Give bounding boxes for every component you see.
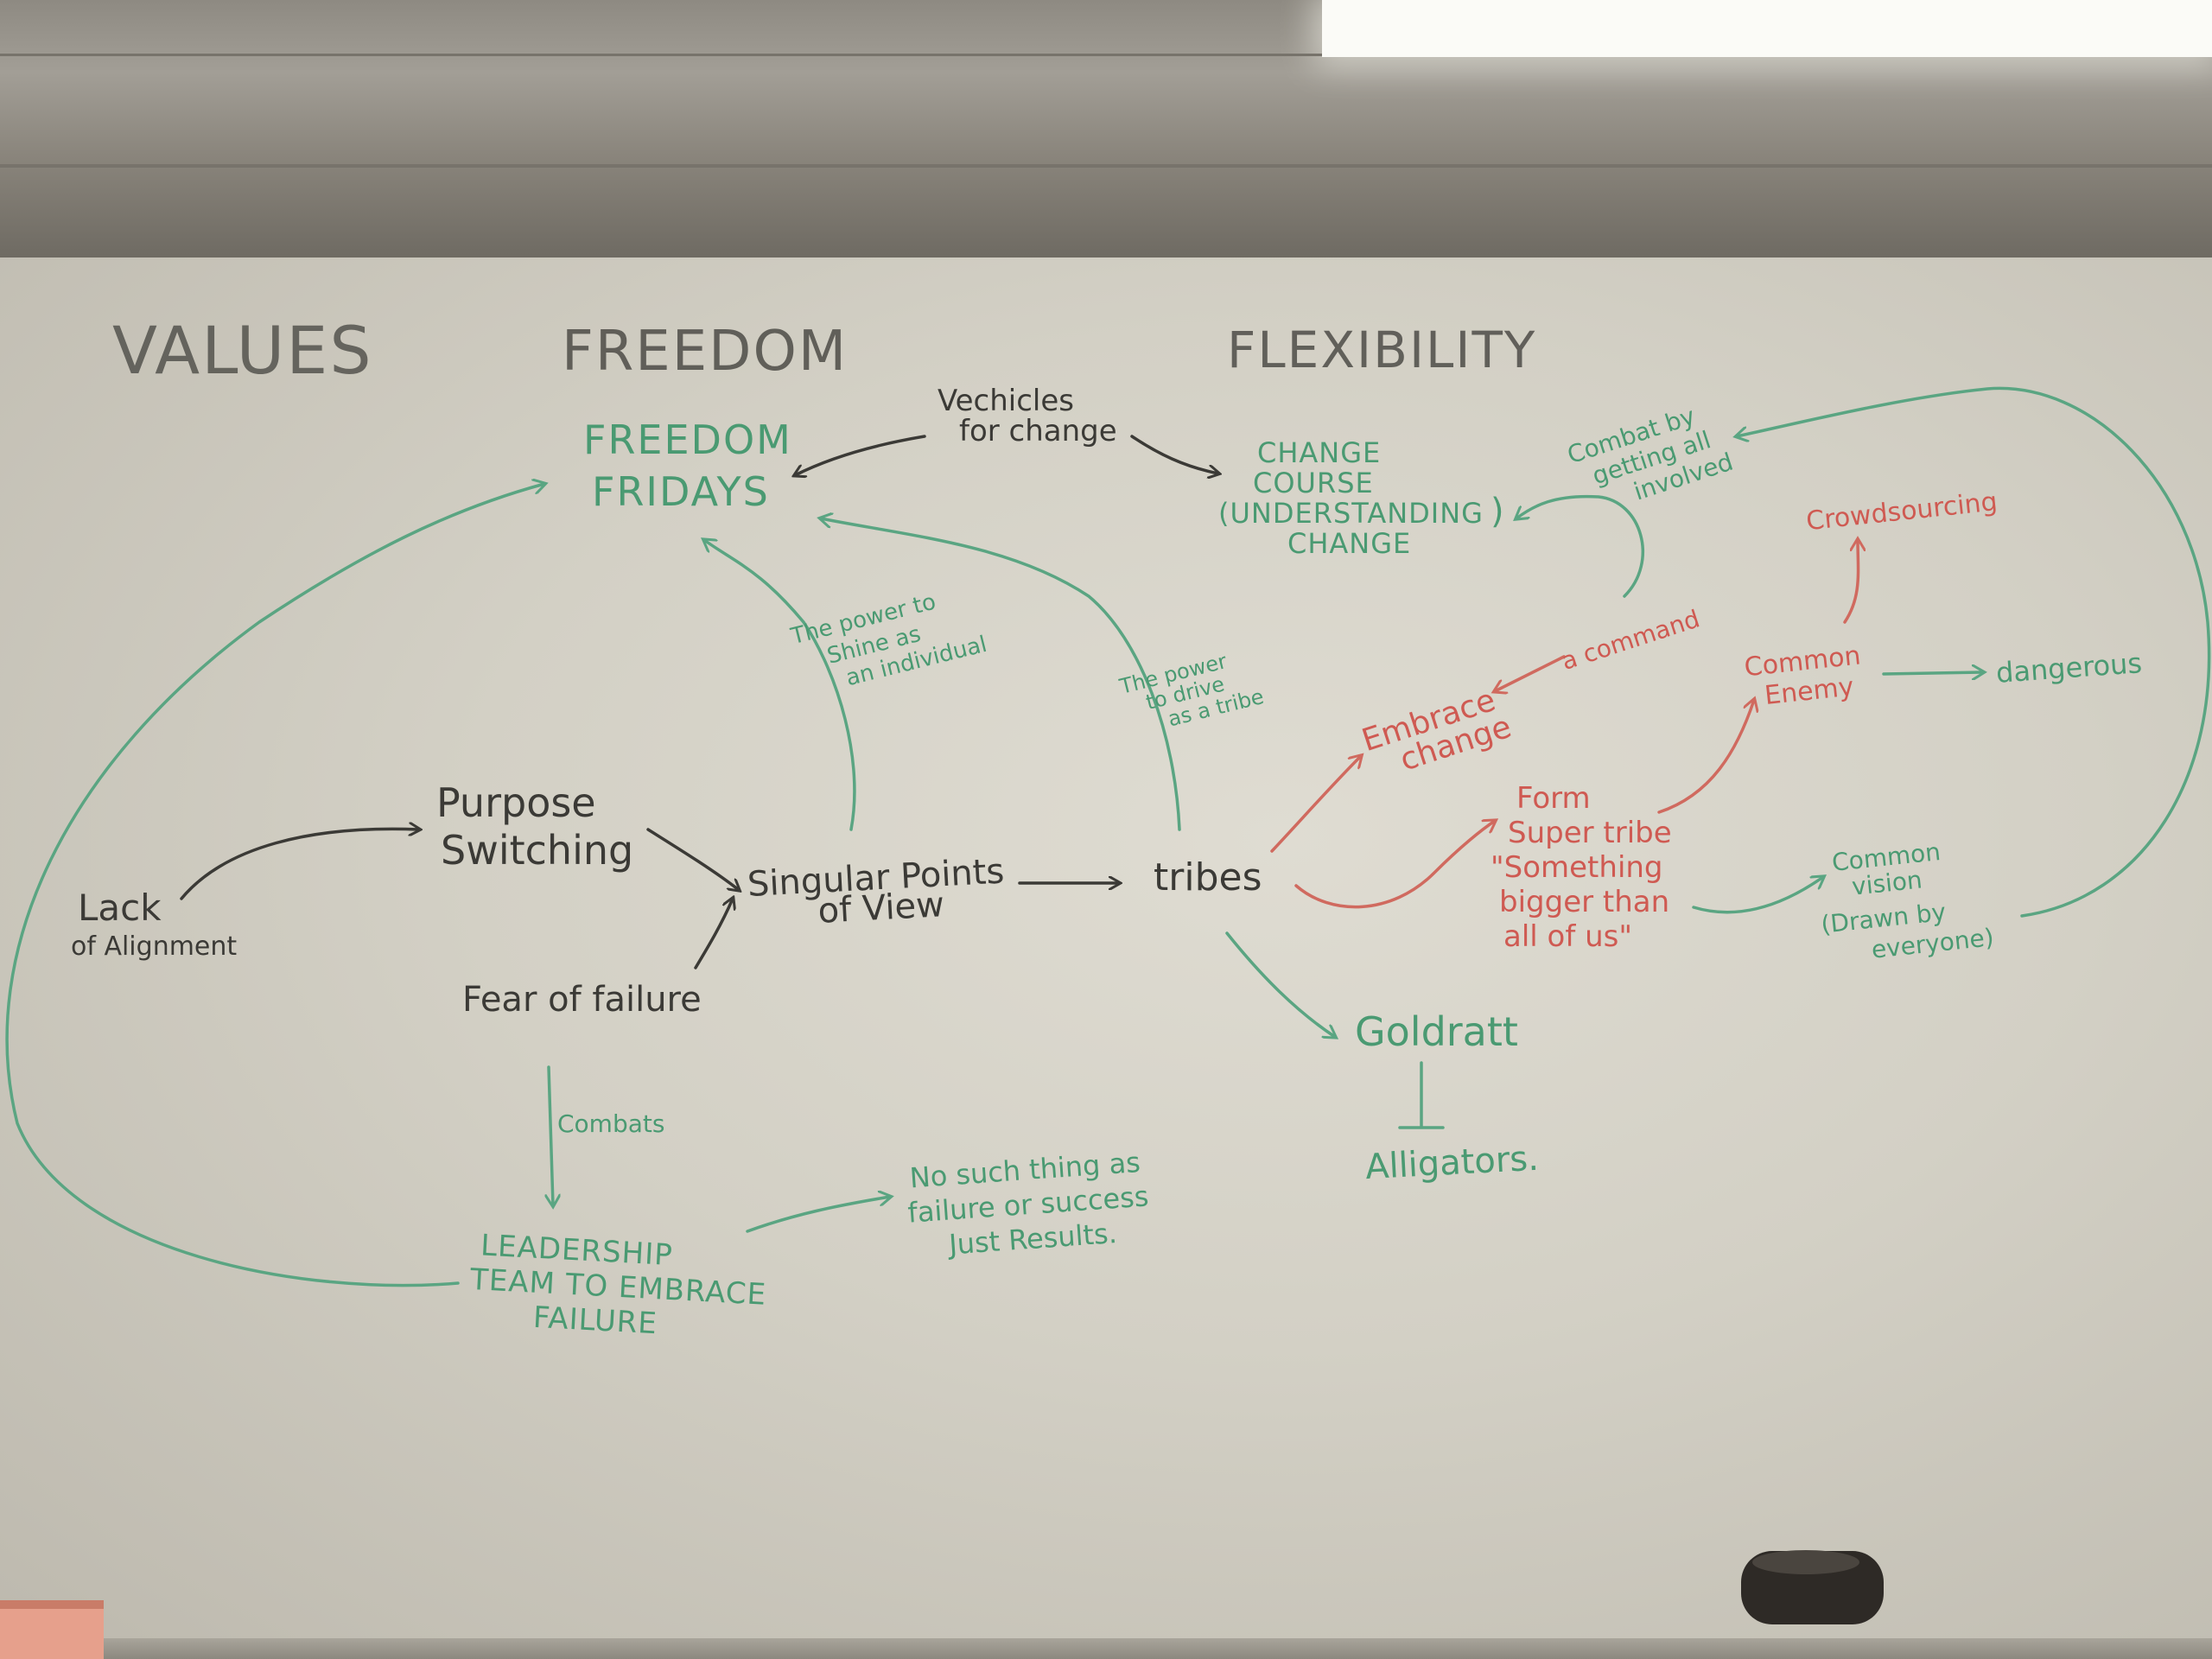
arrow-shine-to-freedom-fridays [704,540,856,831]
node-leadership-team: LEADERSHIP TEAM TO EMBRACE FAILURE [467,1228,779,1347]
heading-values: VALUES [112,312,373,389]
arrow-combat-to-change-course [1516,494,1645,598]
whiteboard [0,257,2212,1640]
whiteboard-eraser [1741,1550,1884,1624]
arrow-drive-to-freedom-fridays [821,518,1181,831]
node-power-to-drive: The power to drive as a tribe [1116,642,1266,741]
marker-tray [0,1638,2212,1659]
node-fear-of-failure: Fear of failure [462,980,702,1020]
svg-text:): ) [1491,492,1504,531]
arrow-a-command-to-embrace [1495,655,1566,691]
node-singular-points-of-view: Singular Points of View [747,851,1018,935]
label-combats: Combats [557,1109,664,1138]
node-lack-of-alignment: Lack of Alignment [71,887,237,962]
loop-common-vision-to-combat [1737,386,2211,918]
node-form-super-tribe: Form Super tribe "Something bigger than … [1491,781,1681,954]
node-change-course: CHANGE COURSE (UNDERSTANDING CHANGE [1218,436,1493,560]
arrow-vehicles-to-change-course [1130,435,1218,474]
node-embrace-change: Embrace change [1357,679,1518,787]
arrow-fear-to-leadership [549,1065,553,1205]
node-common-enemy: Common Enemy [1743,639,1873,713]
node-alligators: Alligators. [1364,1139,1540,1187]
node-common-vision: Common vision (Drawn by everyone) [1814,833,1995,969]
ceiling-light [1322,0,2212,57]
arrow-tribes-to-super-tribe [1294,821,1495,909]
connectors [5,386,2211,1287]
node-combat-getting-all-involved: Combat by getting all involved [1564,395,1737,522]
heading-freedom: FREEDOM [562,320,848,384]
heading-flexibility: FLEXIBILITY [1227,321,1536,379]
arrow-common-enemy-to-crowdsourcing [1843,540,1859,624]
arrow-leadership-to-no-such-thing [746,1197,890,1233]
node-a-command: a command [1558,604,1703,676]
arrow-lack-to-purpose [180,829,419,900]
arrow-tribes-to-goldratt [1225,931,1335,1037]
arrow-fear-to-singular [694,899,733,969]
node-power-to-shine: The power to Shine as an individual [788,580,990,702]
node-dangerous: dangerous [1995,646,2143,690]
arrow-super-tribe-to-common-enemy [1657,700,1754,814]
node-purpose-switching: Purpose Switching [436,779,633,874]
arrow-purpose-to-singular [646,828,739,890]
node-tribes: tribes [1154,855,1262,899]
node-no-such-thing: No such thing as failure or success Just… [905,1145,1161,1264]
node-goldratt: Goldratt [1355,1008,1518,1055]
ceiling-tile-seam [0,54,1322,56]
arrow-tribes-to-embrace [1270,756,1361,853]
arrow-super-tribe-to-common-vision [1692,877,1823,914]
arrow-common-enemy-to-dangerous [1882,672,1983,674]
sticky-note [0,1600,104,1659]
ceiling-tile-seam [0,164,2212,168]
node-vehicles-for-change: Vechicles for change [938,384,1117,448]
loop-leadership-to-freedom-fridays [5,484,544,1287]
arrow-vehicles-to-freedom-fridays [795,435,926,475]
node-freedom-fridays: FREEDOM FRIDAYS [583,416,807,515]
node-crowdsourcing: Crowdsourcing [1805,486,1999,537]
goldratt-to-alligators [1398,1061,1445,1129]
